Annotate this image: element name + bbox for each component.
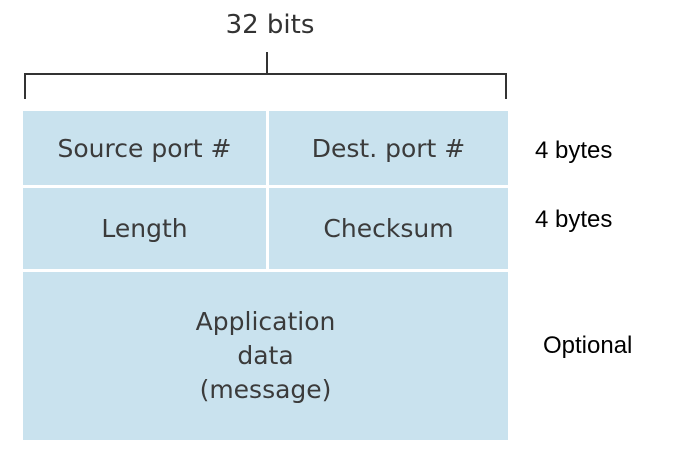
application-data-line-2: data <box>237 341 294 370</box>
application-data-field: Application data (message) <box>23 272 508 440</box>
dest-port-field: Dest. port # <box>269 111 508 185</box>
application-data-line-1: Application <box>195 307 336 336</box>
row-3-size-note: Optional <box>543 332 633 359</box>
length-field: Length <box>23 188 266 269</box>
row-2-size-note: 4 bytes <box>535 206 613 233</box>
row-1-size-note: 4 bytes <box>535 137 613 164</box>
bit-width-label: 32 bits <box>225 10 315 40</box>
application-data-line-3: (message) <box>199 375 332 404</box>
checksum-field: Checksum <box>269 188 508 269</box>
width-bracket <box>24 52 507 99</box>
source-port-field: Source port # <box>23 111 266 185</box>
